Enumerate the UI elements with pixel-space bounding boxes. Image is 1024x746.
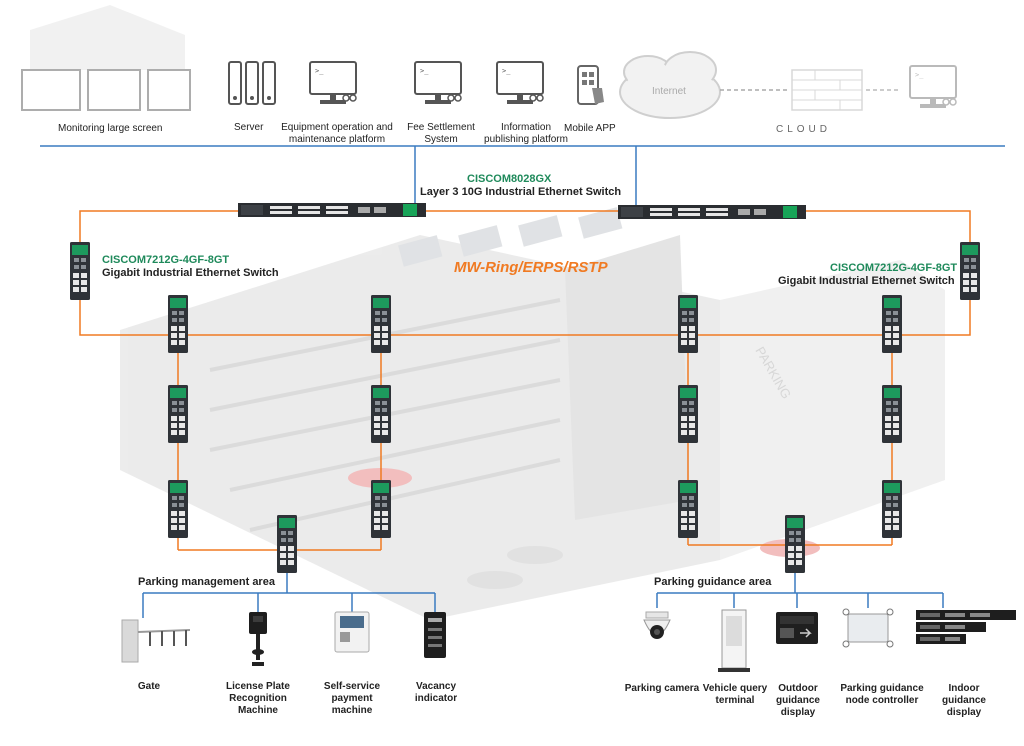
din-switch: [960, 242, 980, 300]
left-switch-model: CISCOM7212G-4GF-8GT: [102, 254, 230, 266]
din-switch: [785, 515, 805, 573]
din-switch: [168, 295, 188, 353]
server-icon: [228, 61, 276, 105]
internet-cloud-icon: [619, 51, 721, 119]
area-network-bus: [142, 592, 944, 618]
right-switch-model: CISCOM7212G-4GF-8GT: [830, 262, 958, 274]
din-switch: [371, 480, 391, 538]
core-switch-model: CISCOM8028GX: [467, 173, 552, 185]
monitoring-label: Monitoring large screen: [58, 123, 163, 134]
din-switch: [882, 385, 902, 443]
monitor-icon: [414, 61, 462, 105]
core-switch-desc: Layer 3 10G Industrial Ethernet Switch: [420, 186, 622, 198]
remote-monitor-icon: [909, 65, 957, 109]
gate-label: Gate: [137, 681, 161, 692]
din-switch: [168, 480, 188, 538]
mobile-label: Mobile APP: [564, 123, 616, 134]
core-switch-right: [618, 205, 806, 219]
payment-machine-icon: [334, 611, 370, 653]
left-switch-desc: Gigabit Industrial Ethernet Switch: [102, 267, 279, 279]
management-area-label: Parking management area: [138, 576, 275, 588]
internet-label: Internet: [652, 86, 686, 97]
vehicle-query-terminal-icon: [718, 609, 750, 672]
parking-building-illustration: PARKING: [120, 207, 945, 620]
din-switch: [882, 480, 902, 538]
monitor-icon: [309, 61, 357, 105]
ring-protocol-label: MW-Ring/ERPS/RSTP: [454, 259, 608, 276]
outdoor-display-icon: [776, 612, 818, 644]
monitor-icon: [496, 61, 544, 105]
din-switch: [371, 385, 391, 443]
vacancy-indicator-icon: [424, 612, 446, 658]
mobile-app-icon: [577, 65, 604, 105]
din-switch: [678, 295, 698, 353]
din-switch: [277, 515, 297, 573]
din-switch: [678, 480, 698, 538]
cloud-label: CLOUD: [776, 124, 832, 135]
din-switch: [678, 385, 698, 443]
camera-label: Parking camera: [624, 683, 700, 694]
firewall-icon: [791, 69, 863, 111]
gate-icon: [121, 619, 191, 663]
node-controller-icon: [842, 608, 894, 648]
indoor-display-icon: [916, 610, 1016, 644]
guidance-area-label: Parking guidance area: [654, 576, 772, 588]
core-switch-left: [238, 203, 426, 217]
din-switch: [882, 295, 902, 353]
din-switch: [168, 385, 188, 443]
monitoring-screen-icon: [21, 5, 191, 111]
din-switch: [371, 295, 391, 353]
server-label: Server: [234, 122, 264, 133]
parking-camera-icon: [643, 611, 671, 639]
din-switch: [70, 242, 90, 300]
license-plate-machine-icon: [249, 612, 267, 666]
right-switch-desc: Gigabit Industrial Ethernet Switch: [778, 275, 955, 287]
